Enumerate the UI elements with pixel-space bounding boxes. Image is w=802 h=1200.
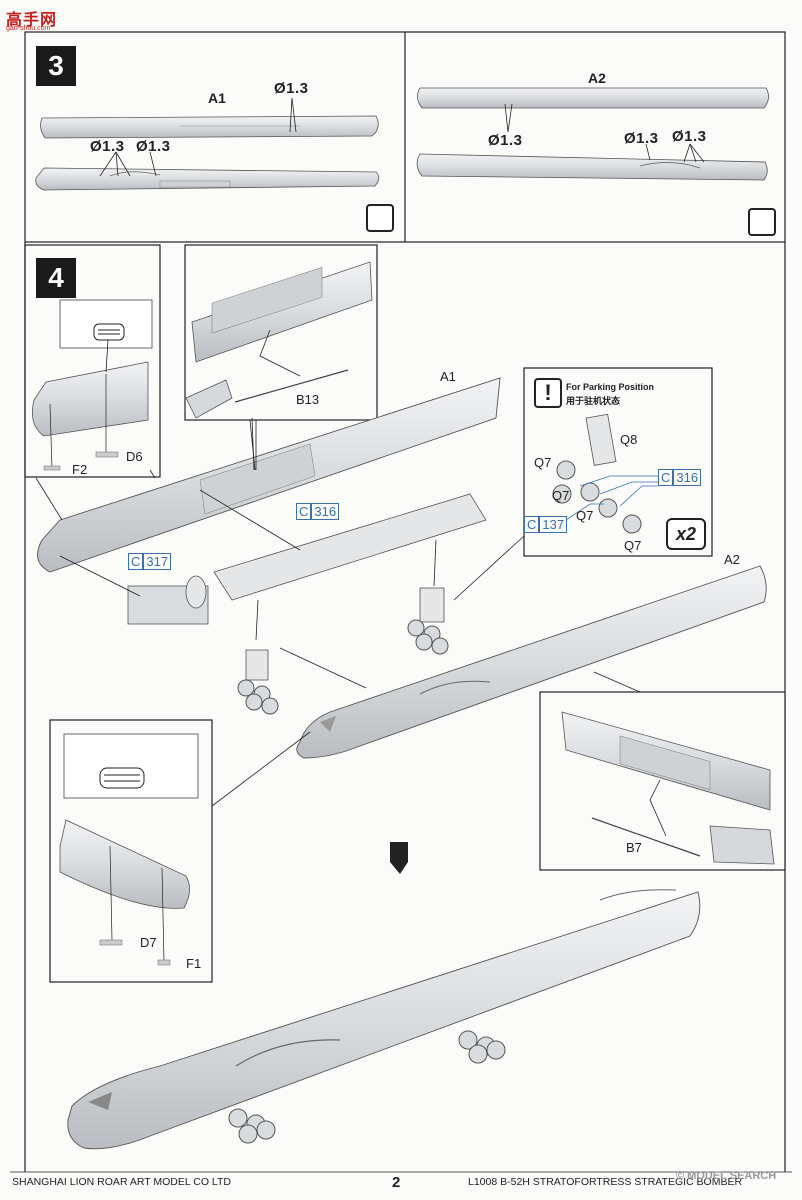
step4-a1-half: [37, 377, 501, 573]
step3-a2-half-bottom: [416, 153, 768, 181]
footer-company: SHANGHAI LION ROAR ART MODEL CO LTD: [12, 1176, 231, 1188]
assembled-fuselage: [67, 889, 701, 1150]
part-label-a2: A2: [588, 70, 606, 86]
part-label-q7: Q7: [576, 508, 594, 523]
step4-gear-front: [237, 649, 279, 715]
step3-a2-half-top: [417, 87, 769, 109]
part-label-q8: Q8: [620, 432, 638, 447]
part-label-q7: Q7: [624, 538, 642, 553]
notice-icon: !: [534, 378, 562, 408]
step4-a2-half: [296, 565, 767, 759]
step3-drill-leaders: [99, 97, 705, 177]
drill-label: Ø1.3: [136, 138, 171, 155]
step4-gear-rear: [407, 587, 449, 655]
inset-bay-detail-b13: [185, 261, 373, 419]
inset-nose-detail-a2: [59, 733, 199, 966]
drill-icon: [366, 204, 394, 232]
step4-bay-structure: [127, 493, 487, 625]
part-label-f2: F2: [72, 462, 88, 477]
part-label-f1: F1: [186, 956, 202, 971]
step3-a1-half-bottom: [35, 167, 380, 191]
part-label-d7: D7: [140, 935, 157, 950]
drill-label: Ø1.3: [672, 128, 707, 145]
drill-label: Ø1.3: [624, 130, 659, 147]
notice-title-en: For Parking Position: [566, 382, 655, 392]
drill-label: Ø1.3: [274, 80, 309, 97]
part-label-a1: A1: [440, 369, 456, 384]
step3-a1-half-top: [40, 115, 379, 139]
inset-nose-detail-a1: [31, 299, 153, 471]
quantity-multiplier: x2: [666, 518, 706, 550]
part-label-d6: D6: [126, 449, 143, 464]
inset-parking-gear: [552, 413, 658, 534]
step-number-4: 4: [36, 258, 76, 298]
part-label-b7: B7: [626, 840, 642, 855]
drill-icon: [748, 208, 776, 236]
logo-text: 高手网: [6, 10, 58, 29]
notice-title-cn: 用于驻机状态: [566, 396, 621, 406]
part-label-a2: A2: [724, 552, 740, 567]
site-logo: 高手网 gao-shou.com: [6, 6, 76, 36]
watermark: © MODEL SEARCH: [676, 1170, 777, 1182]
part-label-q7: Q7: [534, 455, 552, 470]
inset-bay-detail-b7: [561, 711, 775, 865]
part-label-q7: Q7: [552, 488, 570, 503]
step4-callout-lines: [35, 419, 641, 807]
next-step-arrow: [390, 842, 408, 874]
drill-label: Ø1.3: [488, 132, 523, 149]
page-number: 2: [392, 1174, 401, 1191]
drill-label: Ø1.3: [90, 138, 125, 155]
logo-url: gao-shou.com: [6, 25, 51, 32]
footer-kit-title: L1008 B-52H STRATOFORTRESS STRATEGIC BOM…: [468, 1176, 743, 1188]
part-label-b13: B13: [296, 392, 320, 407]
part-label-a1: A1: [208, 90, 226, 106]
step-number-3: 3: [36, 46, 76, 86]
